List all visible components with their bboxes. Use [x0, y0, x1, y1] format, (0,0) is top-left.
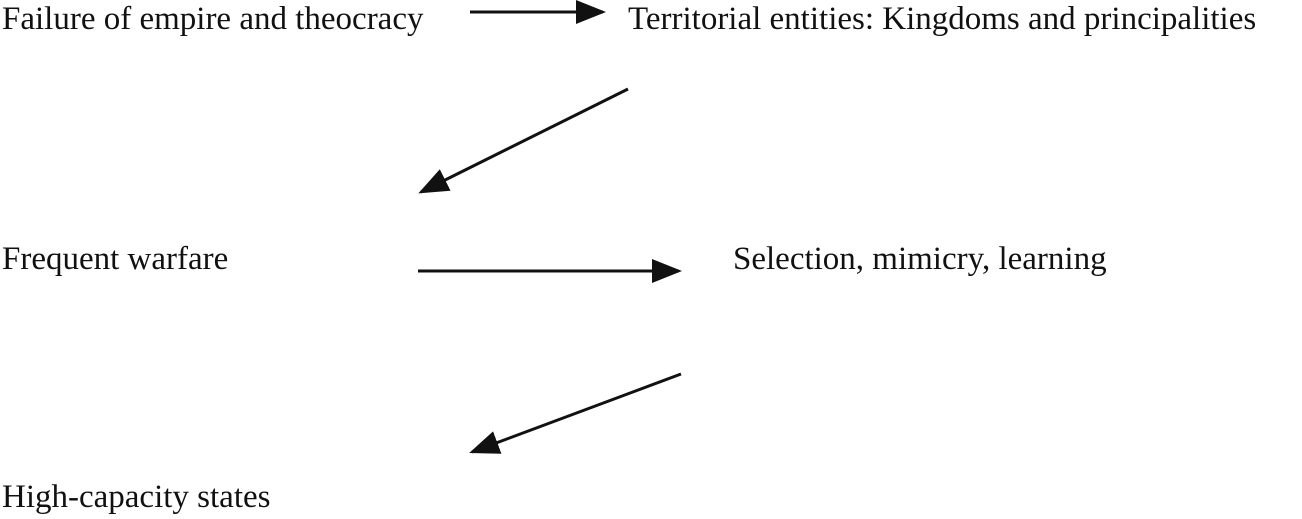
- node-frequent-warfare: Frequent warfare: [2, 241, 229, 277]
- arrow-territorial-to-warfare: [418, 87, 629, 194]
- arrow-selection-to-states: [469, 372, 682, 454]
- node-failure-of-empire: Failure of empire and theocracy: [2, 1, 424, 37]
- node-selection-mimicry-learning: Selection, mimicry, learning: [733, 241, 1107, 277]
- node-high-capacity-states: High-capacity states: [2, 479, 271, 515]
- node-territorial-entities: Territorial entities: Kingdoms and princ…: [628, 1, 1257, 37]
